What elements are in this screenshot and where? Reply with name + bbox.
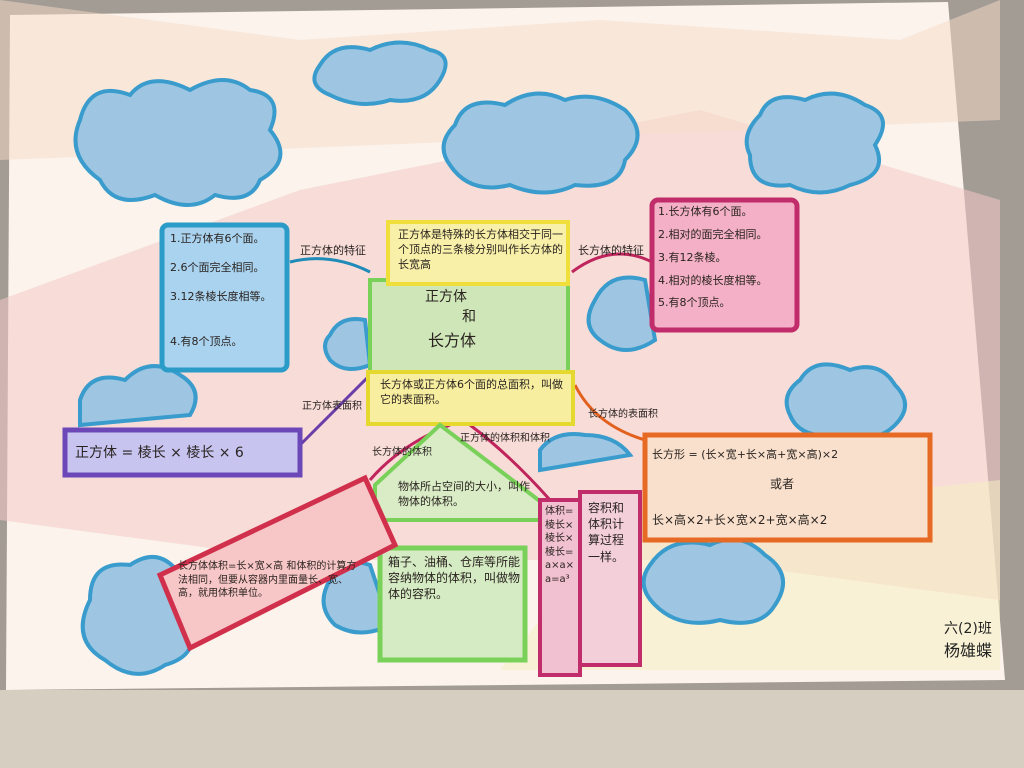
signature-class: 六(2)班 [944,621,992,637]
cuboid-volume-label: 长方体的体积 [372,447,432,458]
list-item: 4.相对的棱长度相等。 [658,273,768,287]
cuboid-surface-formula-2: 长×高×2+长×宽×2+宽×高×2 [652,513,828,527]
left-list-box [159,222,290,373]
volume-definition-text: 物体所占空间的大小，叫作物体的体积。 [398,480,530,508]
top-definition-box [386,220,570,286]
cuboid-volume-text: 长方体体积=长×宽×高 和体积的计算方法相同，但要从容器内里面量长、宽、高，就用… [178,561,357,599]
list-item: 2.6个面完全相同。 [170,260,265,274]
connector-lines [289,252,653,501]
list-item: 4.有8个顶点。 [170,334,243,348]
cuboid-surface-formula-1: 长方形 = (长×宽+长×高+宽×高)×2 [652,448,839,461]
right-list: 1.长方体有6个面。 2.相对的面完全相同。 3.有12条棱。 4.相对的棱长度… [658,205,798,311]
signature: 六(2)班 杨雄蝶 [944,620,992,662]
cube-surface-label: 正方体表面积 [302,401,362,412]
capacity-note-column [578,490,642,667]
left-branch-label: 正方体的特征 [300,244,366,257]
center-title-3: 长方体 [428,331,477,350]
capacity-box [377,545,528,663]
cuboid-surface-box [642,432,933,543]
cuboid-surface-or: 或者 [770,477,795,491]
capacity-note-text: 容积和体积计算过程一样。 [588,501,625,564]
list-item: 1.正方体有6个面。 [170,232,265,245]
capacity-definition-text: 箱子、油桶、仓库等所能容纳物体的体积，叫做物体的容积。 [388,555,521,602]
center-box [368,278,570,377]
cloud-group [73,40,907,676]
cube-volume-text: 体积=棱长×棱长×棱长=a×a×a=a³ [545,506,575,585]
list-item: 5.有8个顶点。 [658,296,731,310]
list-item: 2.相对的面完全相同。 [658,227,768,241]
surface-definition-box [366,370,575,426]
list-item: 1.长方体有6个面。 [658,205,753,218]
center-title-2: 和 [462,309,476,325]
cube-surface-box [62,427,303,478]
list-item: 3.12条棱长度相等。 [170,289,272,303]
cuboid-surface-label: 长方体的表面积 [588,409,658,420]
cuboid-volume-box [156,474,399,652]
cube-surface-formula: 正方体 = 棱长 × 棱长 × 6 [75,445,244,461]
right-branch-label: 长方体的特征 [578,244,644,257]
right-list-box [649,197,800,333]
signature-name: 杨雄蝶 [944,640,993,660]
top-definition-text: 正方体是特殊的长方体相交于同一个顶点的三条棱分别叫作长方体的长宽高 [398,228,563,271]
surface-definition-text: 长方体或正方体6个面的总面积，叫做它的表面积。 [380,378,563,406]
cube-volume-label: 正方体的体积和体积 [460,433,550,444]
left-list: 1.正方体有6个面。 2.6个面完全相同。 3.12条棱长度相等。 4.有8个顶… [170,232,285,349]
center-title-1: 正方体 [425,289,467,305]
list-item: 3.有12条棱。 [658,250,727,264]
